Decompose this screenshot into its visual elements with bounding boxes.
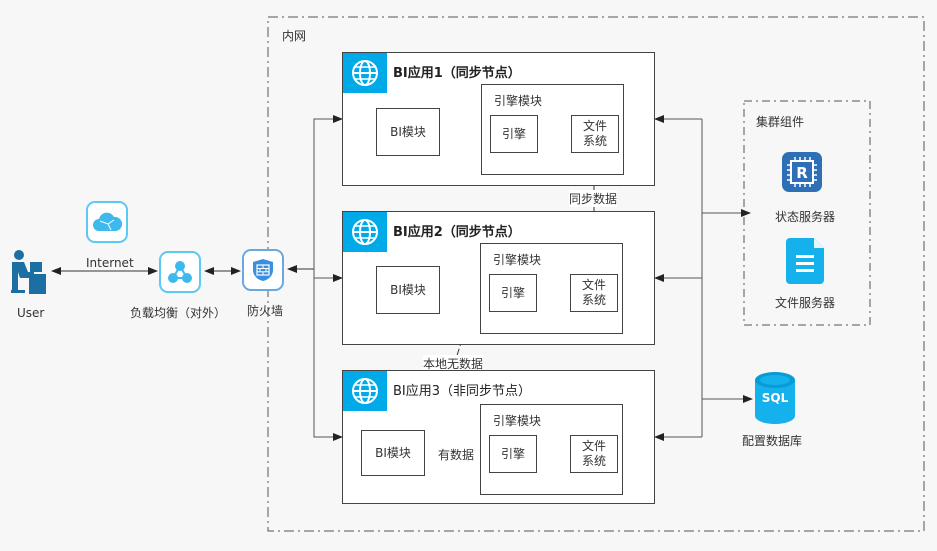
state-server-label: 状态服务器	[775, 210, 836, 224]
cluster-label: 集群组件	[756, 115, 805, 129]
bi-module[interactable]: BI模块	[376, 266, 440, 314]
state-server-chip-icon: R	[782, 152, 822, 192]
database-icon	[755, 372, 795, 424]
user-node[interactable]	[8, 248, 48, 296]
sync-data-label: 同步数据	[569, 190, 618, 207]
no-local-data-label: 本地无数据	[423, 355, 484, 372]
bi-app-2[interactable]: BI应用2（同步节点） BI模块 引擎模块 引擎 文件 系统	[342, 211, 655, 345]
engine-module[interactable]: 引擎模块 引擎 文件 系统	[481, 84, 624, 175]
file-document-icon	[786, 238, 824, 284]
firewall-shield-icon	[253, 259, 273, 281]
engine-module-label: 引擎模块	[493, 253, 542, 267]
internet-label: Internet	[86, 256, 134, 270]
globe-icon-tile	[343, 212, 387, 252]
internet-node[interactable]	[86, 201, 128, 243]
engine-module[interactable]: 引擎模块 引擎 文件 系统	[480, 404, 623, 495]
has-data-label: 有数据	[437, 446, 476, 463]
globe-icon	[352, 219, 378, 245]
engine[interactable]: 引擎	[490, 115, 538, 153]
file-system[interactable]: 文件 系统	[570, 435, 618, 473]
user-label: User	[17, 306, 45, 320]
firewall-label: 防火墙	[247, 304, 284, 318]
globe-icon	[352, 378, 378, 404]
load-balancer-icon	[168, 261, 192, 283]
globe-icon	[352, 60, 378, 86]
load-balancer-label: 负载均衡（对外）	[130, 306, 227, 320]
bi-app-1[interactable]: BI应用1（同步节点） BI模块 引擎模块 引擎 文件 系统	[342, 52, 655, 186]
config-db-node[interactable]: SQL	[755, 372, 795, 424]
intranet-label: 内网	[282, 29, 307, 43]
file-system[interactable]: 文件 系统	[570, 274, 618, 312]
engine-module[interactable]: 引擎模块 引擎 文件 系统	[480, 243, 623, 334]
engine[interactable]: 引擎	[489, 274, 537, 312]
bi-module[interactable]: BI模块	[376, 108, 440, 156]
sql-icon-text: SQL	[761, 391, 789, 405]
firewall-node[interactable]	[242, 249, 284, 291]
app-title: BI应用3（非同步节点）	[393, 384, 532, 399]
svg-text:R: R	[796, 164, 808, 182]
cloud-icon	[93, 212, 122, 231]
globe-icon-tile	[343, 53, 387, 93]
app-title: BI应用1（同步节点）	[393, 66, 521, 81]
engine[interactable]: 引擎	[489, 435, 537, 473]
bi-module[interactable]: BI模块	[361, 430, 425, 476]
bi-app-3[interactable]: BI应用3（非同步节点） BI模块 引擎模块 引擎 文件 系统	[342, 370, 655, 504]
app-title: BI应用2（同步节点）	[393, 225, 521, 240]
engine-module-label: 引擎模块	[493, 414, 542, 428]
config-db-label: 配置数据库	[742, 434, 803, 448]
load-balancer-node[interactable]	[159, 251, 201, 293]
file-server-node[interactable]	[786, 238, 826, 284]
file-system[interactable]: 文件 系统	[571, 115, 619, 153]
file-server-label: 文件服务器	[775, 296, 836, 310]
state-server-node[interactable]: R	[782, 152, 822, 192]
user-icon	[11, 250, 46, 294]
engine-module-label: 引擎模块	[494, 94, 543, 108]
globe-icon-tile	[343, 371, 387, 411]
